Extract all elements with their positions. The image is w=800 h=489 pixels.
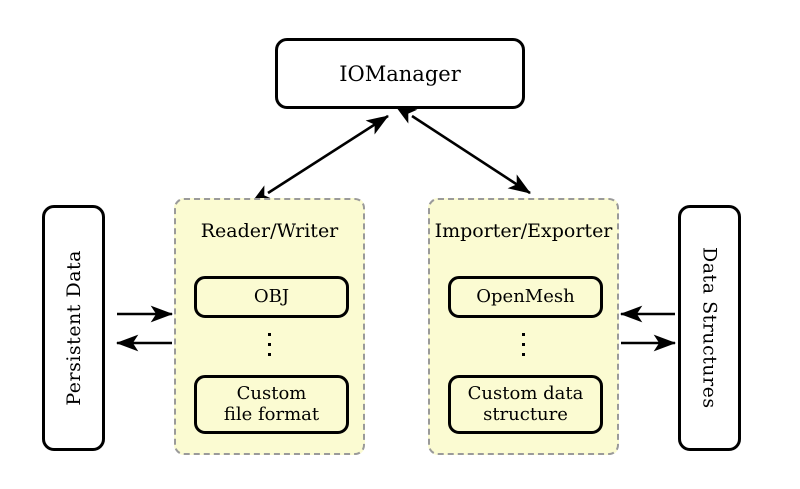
node-data-structures-label: Data Structures <box>698 247 721 409</box>
node-custom-file-format-line2: file format <box>223 403 320 425</box>
node-custom-file-format-line1: Custom <box>236 382 307 404</box>
ellipsis-icon-reader-writer <box>176 333 363 356</box>
node-persistent-data[interactable]: Persistent Data <box>42 205 105 451</box>
node-iomanager-label: IOManager <box>339 61 461 86</box>
group-reader-writer-title: Reader/Writer <box>200 220 339 242</box>
ellipsis-icon-importer-exporter <box>430 333 617 356</box>
edge-iomanager-readerwriter <box>250 114 389 205</box>
node-data-structures[interactable]: Data Structures <box>678 205 741 451</box>
node-custom-data-structure-label: Custom data structure <box>467 382 584 425</box>
group-importer-exporter-title: Importer/Exporter <box>434 220 613 242</box>
group-importer-exporter[interactable]: Importer/Exporter OpenMesh Custom data s… <box>428 198 619 455</box>
node-custom-data-structure-line2: structure <box>483 403 568 425</box>
node-persistent-data-label: Persistent Data <box>62 250 85 406</box>
node-custom-file-format-label: Custom file format <box>223 382 320 425</box>
node-custom-data-structure[interactable]: Custom data structure <box>448 375 603 434</box>
node-openmesh-label: OpenMesh <box>476 285 575 307</box>
node-obj[interactable]: OBJ <box>194 276 349 318</box>
node-openmesh[interactable]: OpenMesh <box>448 276 603 318</box>
node-custom-file-format[interactable]: Custom file format <box>194 375 349 434</box>
edge-iomanager-importerexporter <box>394 104 531 195</box>
node-obj-label: OBJ <box>253 285 290 307</box>
node-iomanager[interactable]: IOManager <box>275 38 525 109</box>
node-custom-data-structure-line1: Custom data <box>467 382 584 404</box>
group-reader-writer[interactable]: Reader/Writer OBJ Custom file format <box>174 198 365 455</box>
